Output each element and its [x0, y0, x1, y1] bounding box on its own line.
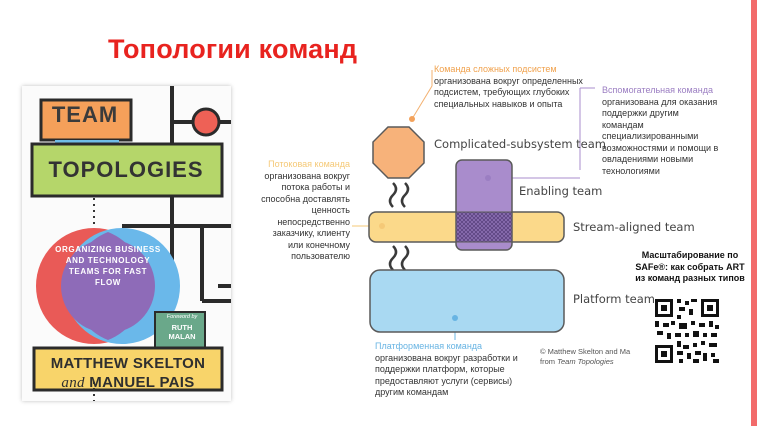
enabling-heading: Вспомогательная команда	[602, 85, 713, 95]
platform-description: Платформенная команда организована вокру…	[375, 341, 535, 399]
enabling-description: Вспомогательная команда организована для…	[602, 85, 720, 177]
copyright-from: from	[540, 357, 555, 366]
platform-text: организована вокруг разработки и поддерж…	[375, 352, 518, 398]
stream-aligned-heading: Потоковая команда	[268, 159, 350, 169]
book-author-2: and MANUEL PAIS	[34, 374, 222, 392]
complicated-subsystem-description: Команда сложных подсистем организована в…	[434, 64, 594, 110]
complicated-subsystem-shape	[372, 126, 425, 179]
stream-aligned-description: Потоковая команда организована вокруг по…	[256, 159, 350, 263]
platform-label: Platform team	[573, 292, 655, 306]
book-author-1: MATTHEW SKELTON	[50, 355, 206, 372]
book-title-team: TEAM	[51, 102, 119, 127]
book-subtitle: ORGANIZING BUSINESS AND TECHNOLOGY TEAMS…	[55, 245, 161, 287]
copyright-note: © Matthew Skelton and Ma from Team Topol…	[540, 347, 630, 367]
book-cover	[22, 86, 231, 401]
book-title-topologies: TOPOLOGIES	[48, 157, 204, 182]
enabling-text: организована для оказания поддержки друг…	[602, 96, 719, 176]
book-author-and: and	[61, 375, 85, 391]
complicated-subsystem-label: Complicated-subsystem team	[434, 137, 607, 151]
enabling-label: Enabling team	[519, 184, 603, 198]
complicated-subsystem-heading: Команда сложных подсистем	[434, 64, 557, 74]
book-cover-art	[30, 86, 231, 401]
safe-callout: Масштабирование по SAFe®: как собрать AR…	[635, 250, 745, 283]
book-foreword-name: RUTH MALAN	[168, 323, 196, 341]
right-edge-accent	[751, 0, 757, 426]
stream-aligned-text: организована вокруг потока работы и спос…	[261, 170, 350, 262]
copyright-line-1: © Matthew Skelton and Ma	[540, 347, 631, 356]
book-author-2-name: MANUEL PAIS	[89, 374, 195, 391]
qr-code	[653, 297, 721, 365]
book-foreword-label: Foreword by	[166, 314, 198, 320]
complicated-subsystem-text: организована вокруг определенных подсист…	[434, 75, 583, 109]
platform-shape	[369, 269, 565, 333]
copyright-book-title: Team Topologies	[557, 357, 614, 366]
stream-aligned-label: Stream-aligned team	[573, 220, 695, 234]
platform-heading: Платформенная команда	[375, 341, 483, 351]
slide-title: Топологии команд	[108, 34, 358, 64]
